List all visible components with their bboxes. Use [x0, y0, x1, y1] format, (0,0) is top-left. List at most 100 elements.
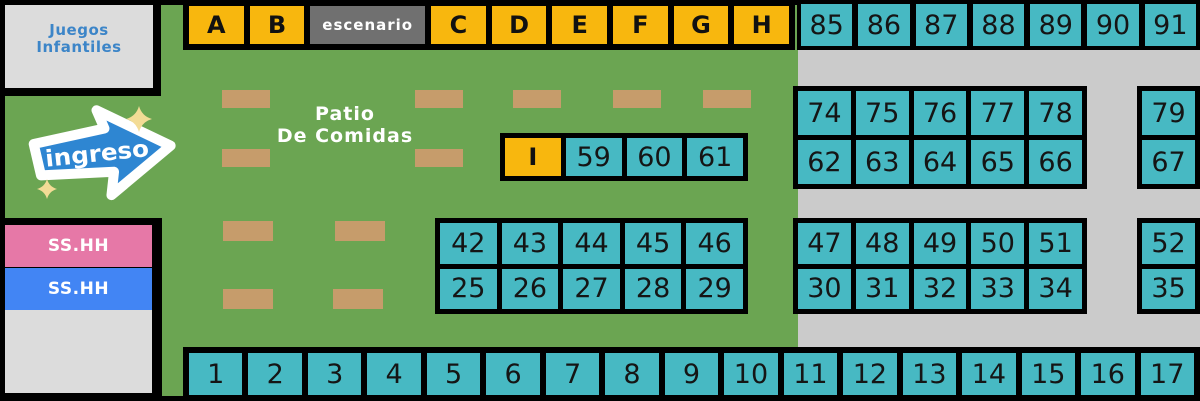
stall-cell: 89: [1030, 4, 1082, 46]
stall-cell: 87: [915, 4, 967, 46]
stall-letter: I: [505, 138, 561, 176]
food-table: [415, 149, 463, 167]
stall-letter: F: [613, 6, 668, 44]
sparkle-icon: [126, 106, 152, 132]
stall-cell: 4: [367, 353, 421, 395]
stall-letter: H: [734, 6, 790, 44]
stall-cell: 78: [1029, 91, 1082, 135]
stall-cell: 85: [801, 4, 853, 46]
stall-block-74-66: 74 75 76 77 78 62 63 64 65 66: [793, 86, 1087, 189]
food-table: [335, 221, 385, 241]
stall-cell: 43: [501, 223, 559, 264]
stall-cell: 16: [1081, 353, 1135, 395]
stall-cell: 31: [855, 268, 909, 309]
stall-cell: 25: [440, 268, 497, 309]
stall-cell: 65: [971, 140, 1025, 184]
stall-column-79-67: 79 67: [1137, 86, 1200, 189]
stall-cell: 48: [855, 223, 909, 264]
stall-cell: 14: [962, 353, 1016, 395]
stall-cell: 76: [913, 91, 967, 135]
stall-cell: 29: [686, 268, 743, 309]
stall-row-1-17: 1 2 3 4 5 6 7 8 9 10 11 12 13 14 15 16 1…: [183, 347, 1200, 401]
stall-cell: 88: [972, 4, 1025, 46]
stall-cell: 26: [501, 268, 559, 309]
stall-cell: 51: [1029, 223, 1082, 264]
food-table: [333, 289, 383, 309]
food-table: [613, 90, 661, 108]
stall-cell: 33: [971, 268, 1025, 309]
stage-box: escenario: [310, 6, 426, 44]
stall-cell: 32: [913, 268, 967, 309]
stall-cell: 86: [858, 4, 910, 46]
playground-box: Juegos Infantiles: [0, 0, 161, 96]
stall-block-42-29: 42 43 44 45 46 25 26 27 28 29: [435, 218, 748, 314]
stall-cell: 67: [1142, 140, 1195, 184]
food-table: [222, 90, 270, 108]
food-table: [415, 90, 463, 108]
stall-cell: 49: [913, 223, 967, 264]
stall-cell: 59: [565, 138, 622, 176]
stall-cell: 8: [605, 353, 659, 395]
stall-cell: 44: [563, 223, 620, 264]
stall-cell: 90: [1087, 4, 1139, 46]
entrance-arrow: ingreso: [28, 105, 176, 201]
stall-cell: 6: [486, 353, 540, 395]
sparkle-icon: [37, 179, 57, 199]
stall-cell: 17: [1140, 353, 1194, 395]
restrooms-building: [5, 310, 152, 393]
stall-cell: 79: [1142, 91, 1195, 135]
stall-cell: 9: [664, 353, 719, 395]
arrow-shape: [28, 105, 176, 201]
stall-cell: 45: [624, 223, 682, 264]
food-table: [222, 149, 270, 167]
stall-cell: 60: [626, 138, 683, 176]
stall-cell: 75: [855, 91, 909, 135]
stall-cell: 42: [440, 223, 497, 264]
stall-cell: 15: [1021, 353, 1076, 395]
food-court-label: Patio De Comidas: [276, 103, 414, 147]
food-table: [223, 221, 273, 241]
stall-cell: 13: [902, 353, 957, 395]
playground-label: Juegos Infantiles: [5, 5, 153, 88]
food-table: [703, 90, 751, 108]
restrooms-box: SS.HH SS.HH: [0, 218, 162, 401]
stall-cell: 46: [686, 223, 743, 264]
food-table: [223, 289, 273, 309]
stall-letter: E: [552, 6, 608, 44]
stall-letter: B: [249, 6, 305, 44]
stall-cell: 52: [1142, 223, 1195, 264]
stall-letter: C: [431, 6, 486, 44]
stall-cell: 35: [1142, 268, 1195, 309]
stall-cell: 28: [624, 268, 682, 309]
stall-cell: 12: [843, 353, 897, 395]
stall-cell: 7: [545, 353, 600, 395]
food-table: [513, 90, 561, 108]
restroom-women-label: SS.HH: [5, 225, 152, 267]
restroom-men-label: SS.HH: [5, 268, 152, 310]
walkway-area: [798, 0, 1200, 401]
stall-block-I-61: I 59 60 61: [500, 133, 748, 181]
stall-cell: 74: [798, 91, 851, 135]
stall-row-85-91: 85 86 87 88 89 90 91: [797, 0, 1200, 50]
stall-cell: 5: [426, 353, 481, 395]
stall-letter: G: [673, 6, 729, 44]
stall-cell: 62: [798, 140, 851, 184]
stall-cell: 50: [971, 223, 1025, 264]
stall-cell: 11: [783, 353, 838, 395]
stall-letter: A: [189, 6, 244, 44]
stall-cell: 61: [687, 138, 743, 176]
stall-cell: 2: [248, 353, 302, 395]
stall-cell: 34: [1029, 268, 1082, 309]
stall-cell: 66: [1029, 140, 1082, 184]
stall-letter: D: [491, 6, 547, 44]
stall-block-47-34: 47 48 49 50 51 30 31 32 33 34: [793, 218, 1087, 314]
stall-cell: 91: [1144, 4, 1196, 46]
stall-cell: 1: [189, 353, 243, 395]
stall-cell: 3: [307, 353, 362, 395]
stall-cell: 47: [798, 223, 851, 264]
letter-stall-strip: A B escenario C D E F G H: [183, 0, 795, 50]
stall-cell: 27: [563, 268, 620, 309]
stall-column-52-35: 52 35: [1137, 218, 1200, 314]
stall-cell: 30: [798, 268, 851, 309]
